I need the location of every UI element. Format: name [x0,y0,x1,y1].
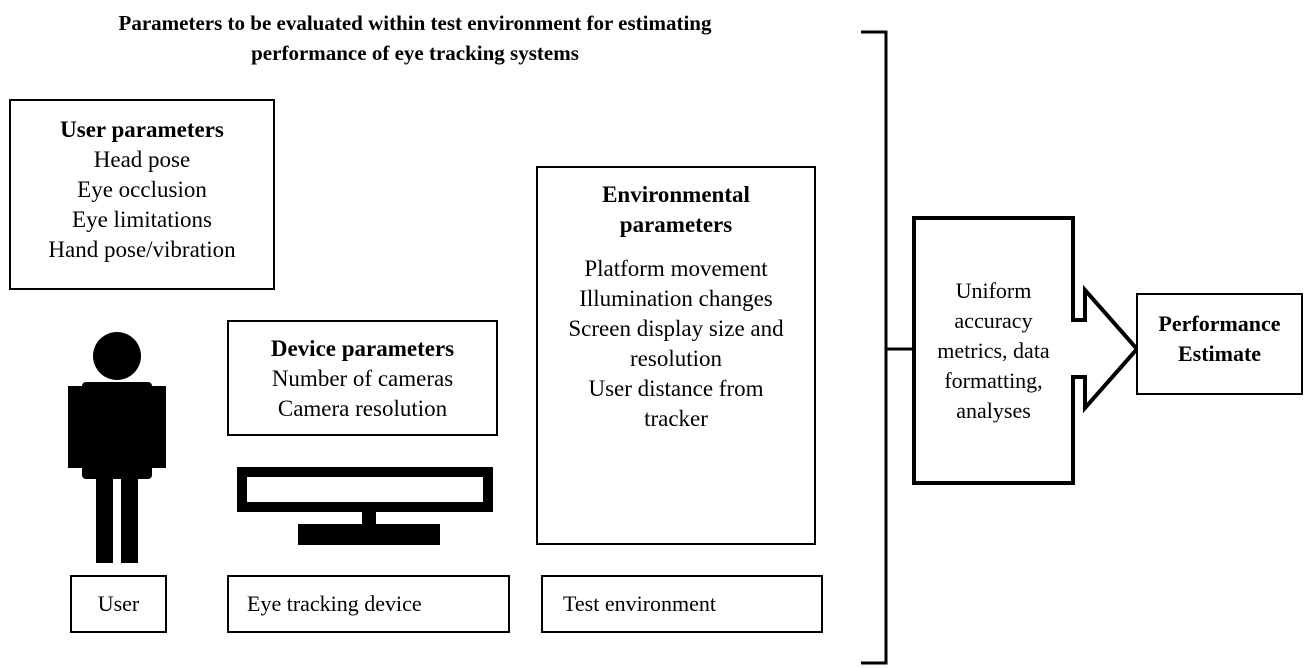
process-text: Uniform accuracy metrics, data formattin… [916,276,1071,426]
process-text-line: metrics, data [937,338,1050,363]
process-arrow [912,216,1140,485]
device-parameter-item: Camera resolution [277,396,448,421]
user-parameters-heading: User parameters [60,117,224,142]
title-line: performance of eye tracking systems [251,41,579,65]
performance-estimate-line: Performance [1158,311,1281,336]
device-label: Eye tracking device [247,591,422,616]
environmental-parameter-item: Screen display size and [568,316,784,341]
environment-label-box: Test environment [541,575,823,633]
device-parameters-heading: Device parameters [270,336,455,361]
device-parameters-box: Device parameters Number of cameras Came… [227,320,498,436]
environmental-parameter-item: Platform movement [584,256,768,281]
process-text-line: accuracy [954,308,1033,333]
environmental-parameter-item: Illumination changes [579,286,773,311]
diagram-title: Parameters to be evaluated within test e… [20,8,810,68]
user-label-box: User [70,575,167,633]
user-parameter-item: Eye limitations [72,207,212,232]
user-parameter-item: Hand pose/vibration [48,237,236,262]
environmental-parameter-item: resolution [630,346,722,371]
environmental-parameters-heading: parameters [619,212,733,237]
user-parameter-item: Eye occlusion [77,177,207,202]
device-label-box: Eye tracking device [227,575,510,633]
device-parameter-item: Number of cameras [271,366,454,391]
process-text-line: Uniform [955,278,1032,303]
process-text-line: formatting, [944,368,1043,393]
process-text-line: analyses [956,398,1031,423]
title-line: Parameters to be evaluated within test e… [118,11,712,35]
performance-estimate-box: Performance Estimate [1136,293,1303,395]
environmental-parameter-item: User distance from [588,376,764,401]
environmental-parameters-box: Environmental parameters Platform moveme… [536,166,816,545]
user-parameter-item: Head pose [93,147,191,172]
performance-estimate-line: Estimate [1177,341,1262,366]
environment-label: Test environment [563,591,717,616]
user-parameters-box: User parameters Head pose Eye occlusion … [9,99,275,290]
environmental-parameter-item: tracker [644,406,708,431]
user-label: User [97,591,140,616]
environmental-parameters-heading: Environmental [602,182,750,207]
bracket [861,30,888,665]
person-icon [68,332,166,563]
monitor-icon [237,467,493,545]
